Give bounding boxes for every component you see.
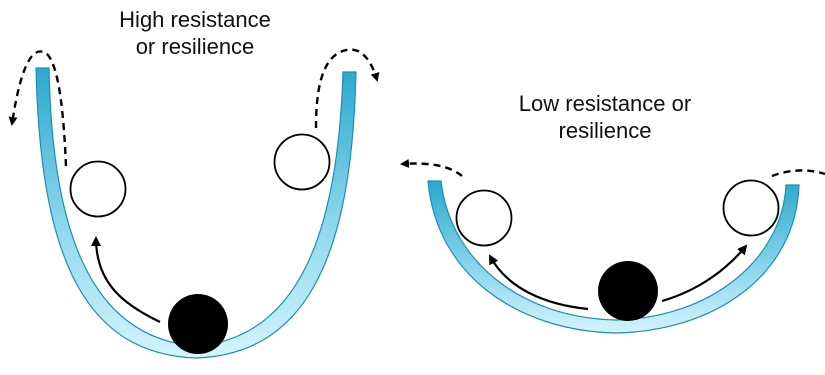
low-resistance-title: Low resistance or resilience [500, 90, 710, 144]
high-resistance-title: High resistance or resilience [95, 6, 295, 60]
deep-bowl-group [8, 48, 380, 359]
empty-ball-right-deep [273, 133, 331, 191]
low-resistance-title-line1: Low resistance or [518, 91, 692, 116]
filled-ball-shallow [598, 261, 658, 321]
escape-arrow-right [314, 48, 380, 129]
shallow-bowl [427, 180, 800, 334]
filled-ball-deep [168, 294, 228, 354]
escape-arrow-left [8, 50, 68, 167]
empty-ball-right-shallow [722, 179, 780, 237]
high-resistance-title-line1: High resistance [119, 7, 271, 32]
high-resistance-title-line2: or resilience [135, 34, 255, 59]
escape-arrow-left-shallow [400, 159, 463, 177]
shallow-bowl-group [400, 159, 825, 334]
low-resistance-title-line2: resilience [558, 118, 652, 143]
empty-ball-left-shallow [455, 189, 513, 247]
displacement-arrow-left-shallow [489, 254, 589, 311]
displacement-arrow-deep [91, 236, 161, 323]
displacement-arrow-right-shallow [661, 244, 748, 303]
empty-ball-left-deep [69, 160, 127, 218]
deep-bowl [35, 67, 357, 359]
escape-arrow-right-shallow [771, 169, 825, 178]
